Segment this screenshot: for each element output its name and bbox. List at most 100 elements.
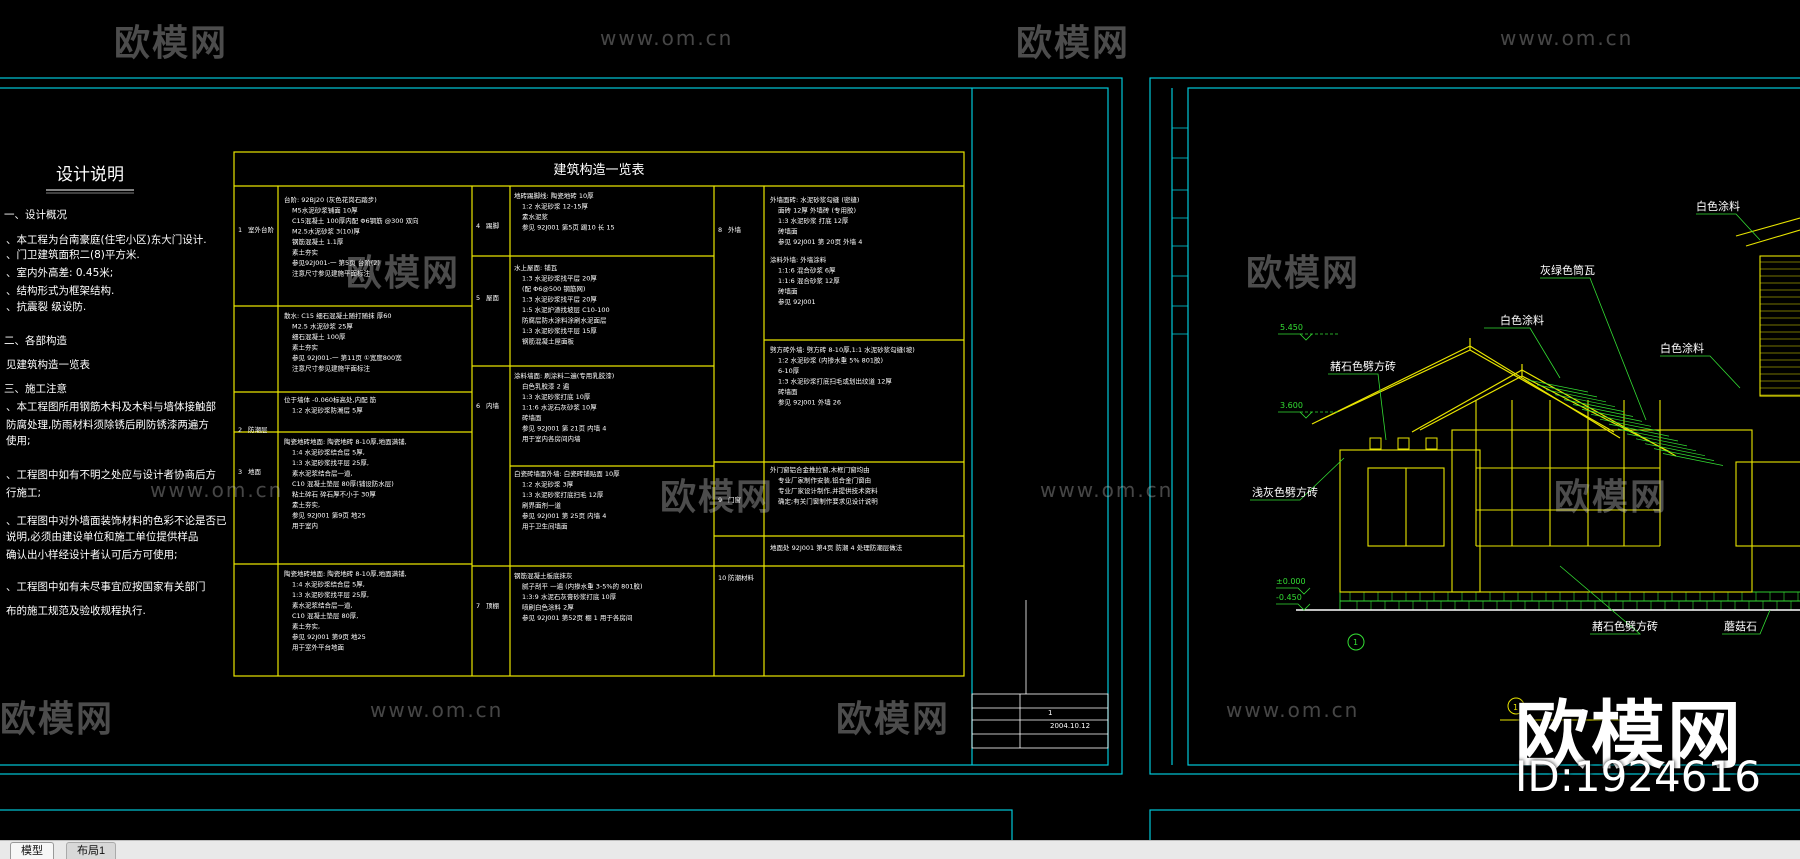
table-item: 砖墙面	[778, 387, 798, 396]
watermark-brand: 欧模网	[1016, 23, 1131, 64]
table-item: 地面处 92J001 第4页 防潮 4 处理防潮层做法	[770, 543, 903, 552]
table-item: 参见 92J001 第9页 地25	[292, 511, 366, 520]
table-item: 位于墙体 -0.060标高处,内配 筋	[284, 395, 377, 404]
layout-tab-bar: 模型 布局1	[0, 840, 1800, 859]
table-section-no: 8	[718, 226, 722, 234]
table-item: 1:3 水泥砂浆 打底 12厚	[778, 216, 849, 225]
watermark-url: www.om.cn	[370, 698, 504, 722]
watermark-url: www.om.cn	[1040, 478, 1174, 502]
table-item: 外墙面砖: 水泥砂浆勾缝 (密缝)	[770, 195, 859, 204]
cad-model-space[interactable]: 设计说明 一、设计概况、本工程为台南豪庭(住宅小区)东大门设计.、门卫建筑面积二…	[0, 0, 1800, 840]
table-section-name: 防潮层	[248, 425, 268, 434]
table-item: 专业厂家制作安装,铝合金门窗由	[778, 476, 871, 485]
table-item: 1:3:9 水泥石灰膏砂浆打底 10厚	[522, 592, 617, 601]
notes-line: 、结构形式为框架结构.	[6, 284, 114, 297]
table-section-no: 10	[718, 574, 726, 582]
table-item: 地砖踢脚线: 陶瓷地砖 10厚	[514, 191, 594, 200]
table-item: 钢筋混凝土板底抹灰	[514, 571, 573, 580]
watermark-brand: 欧模网	[346, 253, 461, 294]
table-item: 砖墙面	[778, 287, 798, 296]
table-item: 1:2 水泥砂浆 12-15厚	[522, 202, 588, 211]
table-item: 1:3 水泥砂浆打底扫毛或划出纹道 12厚	[778, 377, 892, 386]
table-section-name: 地面	[248, 467, 262, 476]
table-item: 参见92J001-一 第5页 台阶(2)	[292, 258, 380, 267]
notes-line: 布的施工规范及验收规程执行.	[6, 604, 146, 617]
table-item: 参见 92J001 第5页 踢10 长 15	[522, 223, 615, 232]
table-item: 素水泥浆	[522, 212, 549, 221]
table-item: 用于室内	[292, 521, 318, 530]
table-item: 参见 92J001-一 第11页 ①宽度800宽	[292, 353, 402, 362]
table-item: 素水泥浆结合层一道,	[292, 601, 353, 610]
table-item: 砖墙面	[778, 227, 798, 236]
axis-1: 1	[1353, 638, 1358, 647]
table-item: 1:3 水泥砂浆打底扫毛 12厚	[522, 490, 604, 499]
table-item: 1:3 水泥砂浆找平层 20厚	[522, 274, 597, 283]
table-item: C10 混凝土垫层 80厚,	[292, 611, 358, 620]
notes-line: 行施工;	[6, 486, 41, 499]
table-item: 1:5 水泥炉渣找坡层 C10-100	[522, 305, 610, 314]
notes-line: 一、设计概况	[4, 208, 67, 221]
table-item: 1:2 水泥砂浆 3厚	[522, 480, 574, 489]
notes-line: 见建筑构造一览表	[6, 358, 90, 371]
table-section-no: 1	[238, 226, 242, 234]
table-section-name: 顶棚	[486, 601, 500, 610]
table-item: 劈方砖外墙: 劈方砖 8-10厚,1:1 水泥砂浆勾缝(坡)	[770, 345, 915, 354]
table-section-name: 踢脚	[486, 221, 500, 230]
table-item: 1:4 水泥砂浆结合层 5厚,	[292, 580, 365, 589]
strip-cells	[1172, 127, 1188, 335]
notes-line: 三、施工注意	[4, 382, 67, 395]
table-item: M2.5水泥砂浆 3(10)厚	[292, 227, 360, 236]
table-item: 参见 92J001 第 20页 外墙 4	[778, 237, 862, 246]
notes-line: 、门卫建筑面积二(8)平方米.	[6, 248, 140, 261]
cad-drawing[interactable]: 设计说明 一、设计概况、本工程为台南豪庭(住宅小区)东大门设计.、门卫建筑面积二…	[0, 0, 1800, 840]
table-item: 1:1:6 混合砂浆 12厚	[778, 276, 840, 285]
table-item: 砖墙面	[522, 413, 542, 422]
label-white-paint-top: 白色涂料	[1696, 199, 1740, 213]
title-block-scale: 1	[1048, 709, 1052, 717]
watermark-brand: 欧模网	[1246, 253, 1361, 294]
watermark-brand: 欧模网	[660, 477, 775, 518]
table-item: 水上屋面: 铺瓦	[514, 263, 558, 272]
table-item: 1:3 水泥砂浆找平层 20厚	[522, 295, 597, 304]
table-item: 1:1:6 混合砂浆 6厚	[778, 266, 836, 275]
table-item: 素土夯实,	[292, 622, 320, 631]
table-item: 用于室外平台地面	[292, 643, 345, 652]
notes-line: 、本工程图所用钢筋木料及木料与墙体接触部	[6, 400, 216, 413]
notes-line: 、室内外高差: 0.45米;	[6, 266, 113, 279]
label-light-gray-brick: 浅灰色劈方砖	[1252, 485, 1318, 499]
table-item: 参见 92J001	[778, 297, 816, 306]
label-brick-red: 赭石色劈方砖	[1330, 359, 1396, 373]
elevation-drawing	[1250, 213, 1800, 721]
watermark-logo: 欧模网	[1515, 693, 1743, 779]
watermark-brand: 欧模网	[114, 23, 229, 64]
table-section-name: 内墙	[486, 401, 500, 410]
table-section-no: 3	[238, 468, 242, 476]
tab-layout1[interactable]: 布局1	[66, 842, 117, 859]
notes-title: 设计说明	[56, 165, 124, 185]
title-block-date: 2004.10.12	[1050, 722, 1090, 730]
table-item: 参见 92J001 第 25页 内墙 4	[522, 511, 606, 520]
table-section-name: 防潮材料	[728, 573, 755, 582]
table-item: C15混凝土 100厚内配 Φ6钢筋 @300 双向	[292, 216, 419, 225]
level-neg: -0.450	[1276, 593, 1302, 602]
table-item: 钢筋混凝土屋面板	[522, 337, 575, 346]
table-item: 素土夯实	[292, 343, 319, 352]
table-item: (配 Φ6@500 钢筋网)	[522, 284, 585, 293]
table-item: 刷界面剂一道	[522, 501, 562, 510]
watermark-url: www.om.cn	[1226, 698, 1360, 722]
table-item: 专业厂家设计制作,并提供技术资料	[778, 486, 878, 495]
table-item: 白瓷砖墙面外墙: 白瓷砖铺贴面 10厚	[514, 469, 620, 478]
table-item: 白色乳胶漆 2 遍	[522, 382, 570, 391]
table-item: 外门窗铝合金推拉窗,木框门窗均由	[770, 465, 870, 474]
table-item: 用于卫生间墙面	[522, 522, 568, 531]
table-item: M5水泥砂浆铺面 10厚	[292, 206, 358, 215]
notes-line: 说明,必须由建设单位和施工单位提供样品	[6, 530, 198, 543]
tab-model[interactable]: 模型	[10, 842, 54, 859]
watermark-brand: 欧模网	[836, 699, 951, 740]
design-notes: 设计说明 一、设计概况、本工程为台南豪庭(住宅小区)东大门设计.、门卫建筑面积二…	[4, 165, 227, 617]
table-item: 面砖 12厚 外墙砖 (专用胶)	[778, 206, 856, 215]
watermark-id: ID:1924616	[1515, 752, 1761, 801]
table-item: 1:2 水泥砂浆 (内掺水重 5% 801胶)	[778, 356, 883, 365]
table-item: 陶瓷地砖地面: 陶瓷地砖 8-10厚,地面满铺,	[284, 437, 407, 446]
